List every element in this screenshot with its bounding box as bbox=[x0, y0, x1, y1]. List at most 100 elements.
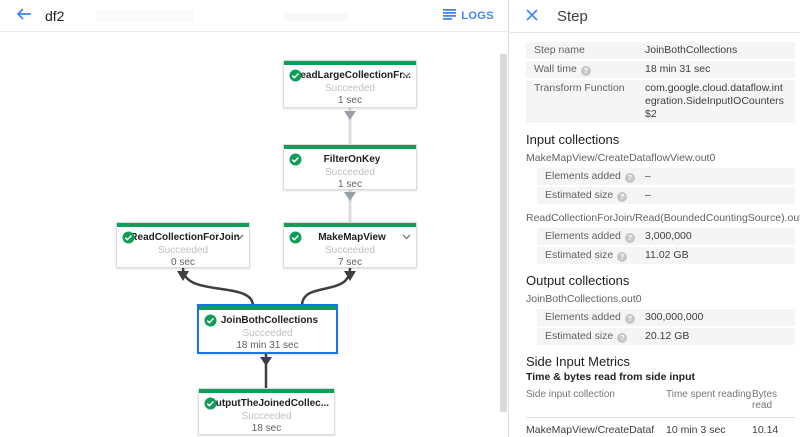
detail-row-step-name: Step name JoinBothCollections bbox=[526, 42, 795, 59]
chevron-down-icon[interactable] bbox=[402, 72, 411, 78]
metric-value: 11.02 GB bbox=[645, 249, 689, 261]
node-time: 18 sec bbox=[251, 423, 282, 434]
detail-value: com.google.cloud.dataflow.integration.Si… bbox=[645, 82, 784, 120]
input-collections-heading: Input collections bbox=[526, 132, 620, 147]
side-input-metrics-heading: Side Input Metrics bbox=[526, 354, 631, 369]
node-time: 7 sec bbox=[338, 257, 362, 268]
success-check-icon bbox=[289, 153, 302, 166]
help-icon[interactable]: ? bbox=[617, 333, 628, 343]
chevron-down-icon[interactable] bbox=[402, 234, 411, 240]
graph-node-read-collection-for-join[interactable]: ReadCollectionForJoin Succeeded 0 sec bbox=[116, 222, 250, 268]
help-icon[interactable]: ? bbox=[624, 173, 635, 183]
logs-list-icon bbox=[443, 8, 457, 23]
back-button[interactable] bbox=[14, 6, 34, 26]
faded-text-placeholder bbox=[284, 13, 348, 21]
metric-value: 300,000,000 bbox=[645, 311, 704, 323]
job-title: df2 bbox=[45, 7, 65, 24]
node-time: 18 min 31 sec bbox=[236, 340, 299, 351]
column-header: Side input collection bbox=[526, 389, 615, 400]
node-status: Succeeded bbox=[242, 328, 293, 339]
graph-node-read-large-collection[interactable]: ReadLargeCollectionFr... Succeeded 1 sec bbox=[283, 60, 417, 108]
node-status: Succeeded bbox=[324, 245, 376, 256]
detail-value: JoinBothCollections bbox=[645, 44, 738, 56]
vertical-scrollbar[interactable] bbox=[500, 54, 507, 412]
side-input-table-row: MakeMapView/CreateDataflowView.out0 10 m… bbox=[526, 418, 795, 437]
node-time: 1 sec bbox=[338, 95, 362, 106]
chevron-down-icon[interactable] bbox=[235, 234, 244, 240]
close-icon bbox=[526, 8, 538, 24]
faded-text-placeholder bbox=[95, 10, 195, 22]
graph-node-join-both-collections-selected[interactable]: JoinBothCollections Succeeded 18 min 31 … bbox=[197, 304, 338, 354]
bytes-read-cell: 10.14 GB bbox=[752, 424, 779, 436]
metric-row-estimated-size: Estimated size? 11.02 GB bbox=[537, 247, 795, 264]
metric-value: – bbox=[645, 170, 651, 182]
node-title: ReadLargeCollectionFr... bbox=[293, 70, 411, 81]
metric-row-elements-added: Elements added? 3,000,000 bbox=[537, 228, 795, 245]
node-success-strip bbox=[284, 223, 416, 227]
node-success-strip bbox=[199, 389, 334, 393]
help-icon[interactable]: ? bbox=[580, 66, 591, 76]
step-panel-header: Step bbox=[510, 0, 800, 33]
node-time: 1 sec bbox=[338, 179, 362, 190]
side-input-table-header: Side input collection Time spent reading… bbox=[526, 385, 795, 418]
success-check-icon bbox=[289, 231, 302, 244]
job-graph-pane: df2 LOGS ReadLargeCollectionFr... bbox=[0, 0, 509, 437]
node-time: 0 sec bbox=[171, 257, 195, 268]
metric-label: Estimated size? bbox=[545, 249, 645, 262]
metric-label: Estimated size? bbox=[545, 189, 645, 202]
node-title: JoinBothCollections bbox=[220, 315, 319, 326]
node-success-strip bbox=[117, 223, 249, 227]
metric-value: – bbox=[645, 189, 651, 201]
side-input-collection-cell: MakeMapView/CreateDataflowView.out0 bbox=[526, 424, 655, 436]
detail-value: 18 min 31 sec bbox=[645, 63, 711, 75]
metric-label: Elements added? bbox=[545, 230, 645, 243]
node-success-strip bbox=[284, 61, 416, 65]
detail-row-wall-time: Wall time? 18 min 31 sec bbox=[526, 61, 795, 78]
metric-row-elements-added: Elements added? 300,000,000 bbox=[537, 309, 795, 326]
close-button[interactable] bbox=[526, 8, 538, 24]
metric-label: Elements added? bbox=[545, 170, 645, 183]
help-icon[interactable]: ? bbox=[624, 314, 635, 324]
logs-button-label: LOGS bbox=[461, 9, 494, 22]
success-check-icon bbox=[289, 69, 302, 82]
node-success-strip bbox=[199, 306, 336, 310]
metric-value: 20.12 GB bbox=[645, 330, 690, 342]
collection-name: MakeMapView/CreateDataflowView.out0 bbox=[526, 152, 716, 164]
metric-label: Elements added? bbox=[545, 311, 645, 324]
node-status: Succeeded bbox=[324, 83, 376, 94]
time-spent-reading-cell: 10 min 3 sec bbox=[666, 424, 726, 436]
detail-label: Transform Function bbox=[534, 82, 625, 94]
side-input-metrics-subheading: Time & bytes read from side input bbox=[526, 371, 696, 383]
node-status: Succeeded bbox=[324, 167, 376, 178]
graph-node-make-map-view[interactable]: MakeMapView Succeeded 7 sec bbox=[283, 222, 417, 268]
metric-row-estimated-size: Estimated size? – bbox=[537, 187, 795, 204]
metric-row-elements-added: Elements added? – bbox=[537, 168, 795, 185]
help-icon[interactable]: ? bbox=[617, 252, 628, 262]
help-icon[interactable]: ? bbox=[624, 233, 635, 243]
step-details-panel: Step Step name JoinBothCollections Wall … bbox=[510, 0, 800, 437]
logs-button[interactable]: LOGS bbox=[443, 8, 494, 23]
node-status: Succeeded bbox=[241, 411, 292, 422]
metric-label: Estimated size? bbox=[545, 330, 645, 343]
detail-row-transform-function: Transform Function com.google.cloud.data… bbox=[526, 80, 795, 123]
collection-name: JoinBothCollections.out0 bbox=[526, 293, 642, 305]
help-icon[interactable]: ? bbox=[617, 192, 628, 202]
success-check-icon bbox=[204, 397, 217, 410]
detail-label: Step name bbox=[534, 44, 585, 56]
graph-node-output-the-joined-collection[interactable]: OutputTheJoinedCollec... Succeeded 18 se… bbox=[198, 388, 335, 435]
metric-value: 3,000,000 bbox=[645, 230, 692, 242]
node-title: OutputTheJoinedCollec... bbox=[207, 398, 330, 409]
node-success-strip bbox=[284, 145, 416, 149]
column-header: Bytes read bbox=[752, 389, 778, 411]
panel-title: Step bbox=[557, 7, 588, 25]
graph-edges bbox=[177, 108, 356, 390]
output-collections-heading: Output collections bbox=[526, 273, 630, 288]
collection-name: ReadCollectionForJoin/Read(BoundedCounti… bbox=[526, 212, 800, 224]
success-check-icon bbox=[122, 231, 135, 244]
detail-label: Wall time? bbox=[534, 63, 645, 76]
node-title: MakeMapView bbox=[318, 232, 386, 243]
column-header: Time spent reading bbox=[666, 389, 752, 400]
node-status: Succeeded bbox=[157, 245, 209, 256]
graph-node-filter-on-key[interactable]: FilterOnKey Succeeded 1 sec bbox=[283, 144, 417, 190]
node-title: FilterOnKey bbox=[323, 154, 381, 165]
